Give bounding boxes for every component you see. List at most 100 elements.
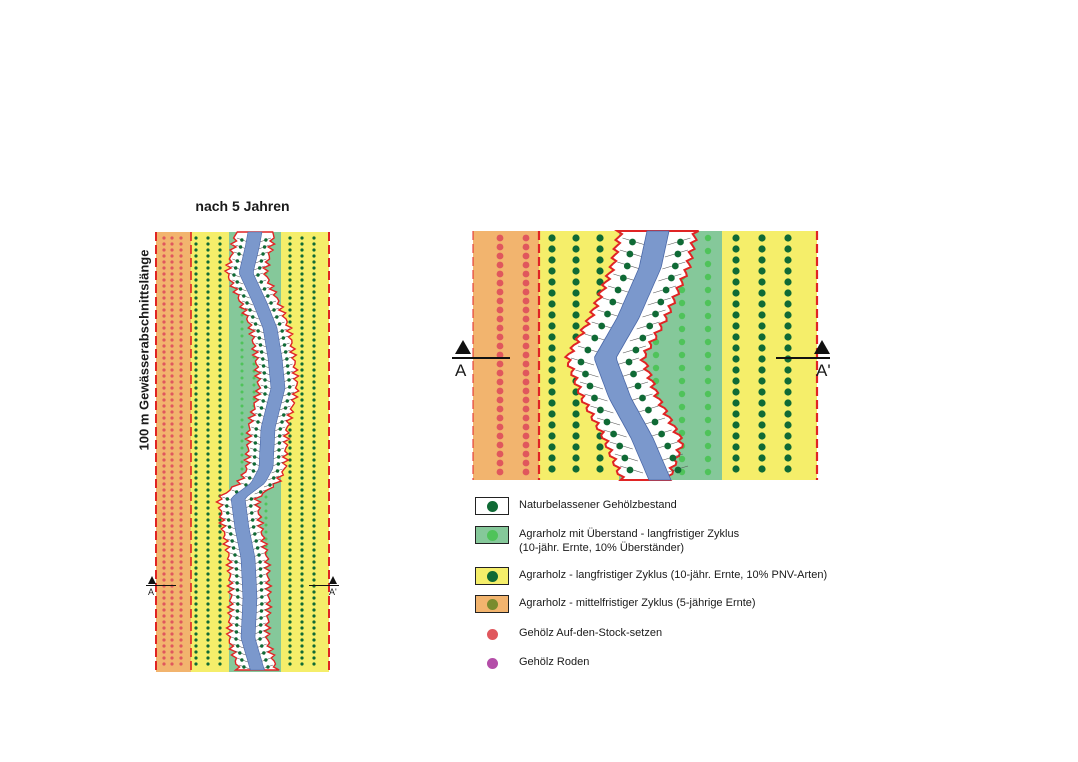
tree-dot-natural xyxy=(276,455,281,459)
tree-dot-natural xyxy=(671,262,679,270)
tree-dot xyxy=(758,267,766,275)
tree-dot-coppice xyxy=(179,242,183,246)
tree-dot-coppice xyxy=(170,308,174,312)
tree-dot xyxy=(218,554,222,558)
tree-dot xyxy=(218,602,222,606)
tree-dot xyxy=(218,266,222,270)
tree-dot-coppice xyxy=(170,284,174,288)
tree-dot-natural xyxy=(255,546,260,550)
tree-dot xyxy=(312,416,316,420)
tree-dot xyxy=(288,290,292,294)
tree-dot-natural xyxy=(254,427,258,431)
tree-dot-natural xyxy=(674,250,682,258)
tree-dot xyxy=(300,470,304,474)
tree-dot-natural xyxy=(258,490,263,494)
tree-dot-natural xyxy=(621,454,629,462)
tree-dot xyxy=(218,236,222,240)
tree-dot xyxy=(300,536,304,540)
tree-dot xyxy=(572,322,580,330)
tree-dot-coppice xyxy=(179,662,183,666)
tree-dot-coppice xyxy=(496,243,504,251)
tree-dot xyxy=(288,620,292,624)
tree-dot xyxy=(732,234,740,242)
tree-dot-coppice xyxy=(496,405,504,413)
tree-dot xyxy=(312,350,316,354)
tree-dot-coppice xyxy=(179,506,183,510)
tree-dot-coppice xyxy=(162,614,166,618)
tree-dot-natural xyxy=(662,286,670,294)
tree-dot xyxy=(206,464,210,468)
tree-dot xyxy=(194,494,198,498)
tree-dot xyxy=(312,470,316,474)
tree-dot xyxy=(288,440,292,444)
tree-dot xyxy=(206,626,210,630)
tree-dot-coppice xyxy=(170,536,174,540)
tree-dot-coppice xyxy=(179,278,183,282)
tree-dot-coppice xyxy=(496,252,504,260)
tree-dot xyxy=(218,344,222,348)
tree-dot xyxy=(572,256,580,264)
tree-dot-coppice xyxy=(179,596,183,600)
tree-dot xyxy=(312,620,316,624)
tree-dot xyxy=(312,596,316,600)
tree-dot-coppice xyxy=(496,279,504,287)
tree-dot xyxy=(288,530,292,534)
tree-dot xyxy=(194,560,198,564)
tree-dot-coppice xyxy=(162,488,166,492)
tree-dot-coppice xyxy=(162,548,166,552)
tree-dot xyxy=(312,320,316,324)
tree-dot-overstand xyxy=(678,390,686,398)
tree-dot xyxy=(194,422,198,426)
tree-dot-natural xyxy=(253,448,257,452)
tree-dot xyxy=(758,234,766,242)
tree-dot-coppice xyxy=(170,470,174,474)
tree-dot xyxy=(548,256,556,264)
tree-dot-overstand xyxy=(704,273,712,281)
tree-dot xyxy=(218,380,222,384)
tree-dot xyxy=(548,267,556,275)
tree-dot xyxy=(194,608,198,612)
legend-label: Gehölz Roden xyxy=(519,656,590,668)
tree-dot-coppice xyxy=(522,351,530,359)
tree-dot xyxy=(758,300,766,308)
tree-dot xyxy=(218,452,222,456)
tree-dot-natural xyxy=(258,413,262,417)
tree-dot xyxy=(194,404,198,408)
tree-dot-natural xyxy=(256,329,260,333)
tree-dot xyxy=(218,386,222,390)
tree-dot xyxy=(300,422,304,426)
tree-dot-natural xyxy=(645,406,652,414)
tree-dot-overstand xyxy=(240,348,244,352)
tree-dot-coppice xyxy=(170,254,174,258)
tree-dot-natural xyxy=(251,469,256,473)
tree-dot xyxy=(218,374,222,378)
tree-dot-natural xyxy=(258,560,262,564)
tree-dot-coppice xyxy=(179,368,183,372)
tree-dot xyxy=(194,380,198,384)
tree-dot xyxy=(548,344,556,352)
tree-dot-coppice xyxy=(522,450,530,458)
tree-dot xyxy=(312,554,316,558)
tree-dot xyxy=(194,602,198,606)
tree-dot-coppice xyxy=(522,324,530,332)
tree-dot xyxy=(194,374,198,378)
tree-dot-coppice xyxy=(496,450,504,458)
tree-dot-natural xyxy=(634,382,642,390)
tree-dot xyxy=(194,488,198,492)
tree-dot xyxy=(732,355,740,363)
tree-dot xyxy=(312,512,316,516)
tree-dot xyxy=(758,443,766,451)
tree-dot xyxy=(194,260,198,264)
tree-dot-coppice xyxy=(170,314,174,318)
tree-dot xyxy=(732,289,740,297)
tree-dot xyxy=(218,440,222,444)
tree-dot-coppice xyxy=(179,260,183,264)
tree-dot-coppice xyxy=(162,518,166,522)
tree-dot-coppice xyxy=(179,320,183,324)
tree-dot-natural xyxy=(268,483,272,487)
tree-dot-natural xyxy=(236,644,240,648)
tree-dot xyxy=(784,333,792,341)
tree-dot xyxy=(312,296,316,300)
tree-dot xyxy=(206,446,210,450)
tree-dot-coppice xyxy=(522,252,530,260)
